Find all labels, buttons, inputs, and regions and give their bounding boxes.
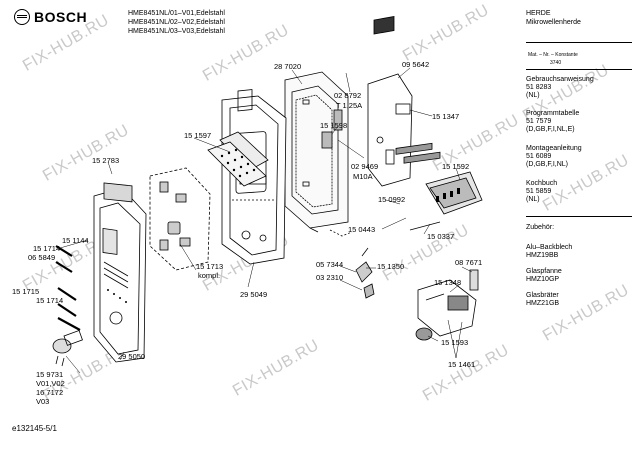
door-switch [355, 247, 375, 299]
divider [526, 42, 632, 43]
accessory-entry: Glaspfanne HMZ10GP [526, 268, 634, 284]
doc-number: 51 8283 [526, 84, 552, 91]
part-label: 15 1347 [432, 112, 460, 121]
part-label: 02 8792 [334, 91, 362, 100]
leader-lines [59, 67, 473, 374]
part-label: 15 1713 [196, 262, 224, 271]
accessory-code: HMZ19BB [526, 252, 559, 259]
doc-entry: Programmtabelle 51 7579 (D,GB,F,I,NL,E) [526, 110, 634, 134]
part-label: 05 7344 [316, 260, 344, 269]
doc-number: 51 7579 [526, 118, 552, 125]
part-label: 15 1597 [184, 131, 212, 140]
part-label: 15 1461 [448, 360, 476, 369]
accessory-entry: Glasbräter HMZ21GB [526, 292, 634, 308]
keypad-membrane [207, 131, 269, 187]
doc-id: e132145-5/1 [12, 424, 57, 433]
doc-entry: Montageanleitung 51 6089 (D,GB,F,I,NL) [526, 145, 634, 169]
control-module [425, 171, 483, 215]
part-label: 15 2783 [92, 156, 120, 165]
part-label: 15 0992 [378, 195, 406, 204]
microswitch [321, 109, 343, 149]
category: HERDE [526, 10, 551, 17]
power-board [367, 16, 413, 187]
doc-title: Gebrauchsanweisung [526, 76, 594, 83]
model-line: HME8451NL/01–V01,Edelstahl [128, 10, 225, 17]
divider [526, 69, 632, 70]
part-label: kompl. [198, 271, 221, 280]
bracket [417, 279, 477, 337]
part-label: V01,V02 [36, 379, 65, 388]
accessory-code: HMZ10GP [526, 276, 560, 283]
model-line: HME8451NL/03–V03,Edelstahl [128, 28, 225, 35]
front-panel [93, 187, 147, 363]
part-label: 28 7020 [274, 62, 302, 71]
bosch-logo-icon [14, 9, 30, 25]
brand-name: BOSCH [34, 9, 88, 25]
doc-langs: (D,GB,F,I,NL,E) [526, 126, 575, 133]
door-frame [284, 71, 349, 233]
part-label: 15 0443 [348, 225, 376, 234]
part-label: 16 7172 [36, 388, 64, 397]
part-label: M10A [353, 172, 373, 181]
doc-langs: (NL) [526, 92, 540, 99]
button-rods [55, 245, 81, 331]
part-label: 06 5849 [28, 253, 56, 262]
wire [329, 229, 353, 237]
mat-label: Mat. – Nr. – Konstante [528, 52, 578, 58]
part-label: 08 7671 [455, 258, 483, 267]
accessory-name: Glasbräter [526, 292, 559, 299]
mat-value: 3740 [550, 60, 562, 66]
accessory-name: Alu–Backblech [526, 244, 573, 251]
part-label: 15 1593 [441, 338, 469, 347]
doc-title: Montageanleitung [526, 145, 582, 152]
part-label: 15 0337 [427, 232, 455, 241]
part-label: 15 1714 [36, 296, 64, 305]
model-line: HME8451NL/02–V02,Edelstahl [128, 19, 225, 26]
display-window [103, 182, 133, 203]
doc-title: Kochbuch [526, 180, 558, 187]
part-label: 15 1348 [434, 278, 462, 287]
button-carrier [149, 167, 211, 271]
doc-langs: (NL) [526, 196, 540, 203]
accessory-name: Glaspfanne [526, 268, 562, 275]
doc-entry: Kochbuch 51 5859 (NL) [526, 180, 634, 204]
part-label: 15 1598 [320, 121, 348, 130]
part-label: T 1,25A [336, 101, 363, 110]
part-label: 29 5049 [240, 290, 268, 299]
doc-entry: Gebrauchsanweisung 51 8283 (NL) [526, 76, 634, 100]
knob [52, 330, 83, 367]
part-label: 29 5050 [118, 352, 146, 361]
part-label: 03 2310 [316, 273, 344, 282]
grommet [415, 327, 433, 341]
connectors [395, 142, 441, 231]
part-label: 09 5642 [402, 60, 430, 69]
divider [526, 216, 632, 217]
part-label: 02 9469 [351, 162, 379, 171]
doc-number: 51 5859 [526, 188, 552, 195]
part-label: 15 1714 [33, 244, 61, 253]
doc-number: 51 6089 [526, 153, 552, 160]
part-label: 15 9731 [36, 370, 64, 379]
part-label: V03 [36, 397, 50, 406]
subcategory: Mikrowellenherde [526, 19, 581, 26]
part-label: 15 1715 [12, 287, 40, 296]
fuse [469, 269, 479, 291]
part-label: 15 1350 [377, 262, 405, 271]
part-label: 15 1592 [442, 162, 470, 171]
accessory-entry: Alu–Backblech HMZ19BB [526, 244, 634, 260]
doc-title: Programmtabelle [526, 110, 580, 117]
part-label: 15 1144 [62, 236, 89, 245]
accessories-heading: Zubehör: [526, 224, 555, 231]
doc-langs: (D,GB,F,I,NL) [526, 161, 569, 168]
accessory-code: HMZ21GB [526, 300, 560, 307]
